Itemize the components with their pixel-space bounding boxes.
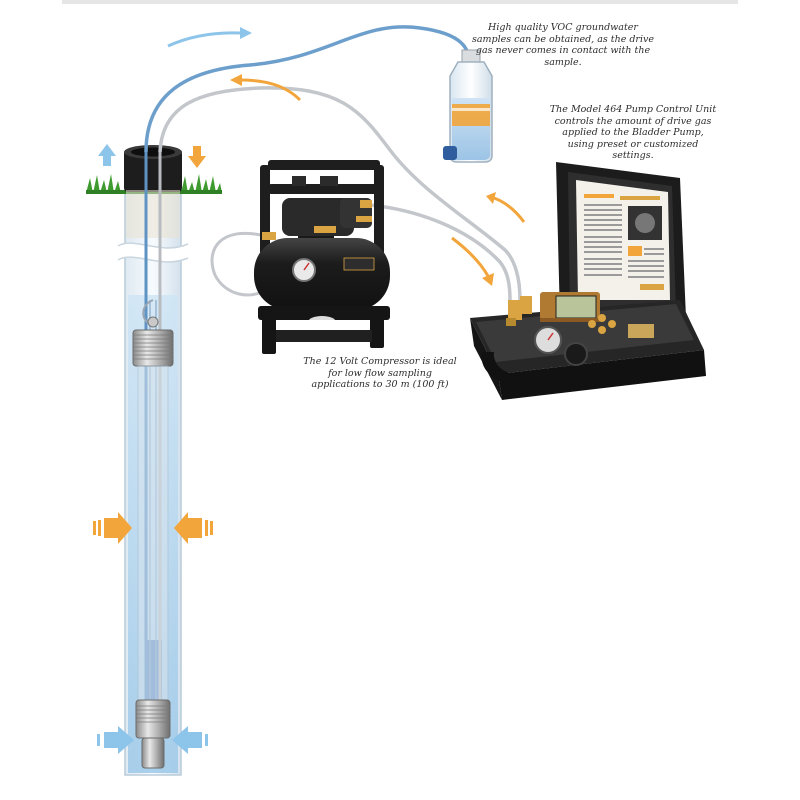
water-inflow-arrows <box>97 726 208 754</box>
gas-flow-arrowhead-low <box>482 273 494 286</box>
gas-flow-arrowhead-mid <box>486 192 496 204</box>
compressor-12v <box>254 160 390 354</box>
sample-discharge-tube <box>144 25 472 153</box>
sample-flow-arrowhead <box>240 27 252 39</box>
lcd-display <box>555 295 597 319</box>
drive-gas-tube <box>158 86 522 301</box>
gas-flow-arrow-low <box>451 236 490 277</box>
voc-sample-caption: High quality VOC groundwater samples can… <box>472 22 654 68</box>
break-line-lower <box>117 256 189 263</box>
sample-flow-arrow <box>167 31 241 48</box>
well-cap <box>124 145 182 238</box>
top-border <box>62 0 738 4</box>
pressure-arrows <box>93 512 213 544</box>
control-buttons <box>588 314 616 334</box>
sample-bottle <box>443 49 493 163</box>
control-unit-caption: The Model 464 Pump Control Unit controls… <box>549 104 717 161</box>
gas-flow-arrow-top <box>239 78 302 102</box>
compressor-supply-tube <box>369 203 512 301</box>
gas-down-arrow <box>188 146 206 168</box>
sample-up-arrow <box>98 144 116 166</box>
break-line-upper <box>117 242 189 249</box>
gas-flow-arrowhead-top <box>230 74 242 86</box>
model-464-control-unit <box>470 162 706 400</box>
gas-flow-arrow-mid <box>493 196 526 223</box>
bladder-pump <box>132 299 174 769</box>
compressor-return-tube <box>210 231 266 297</box>
compressor-caption: The 12 Volt Compressor is ideal for low … <box>303 356 457 390</box>
